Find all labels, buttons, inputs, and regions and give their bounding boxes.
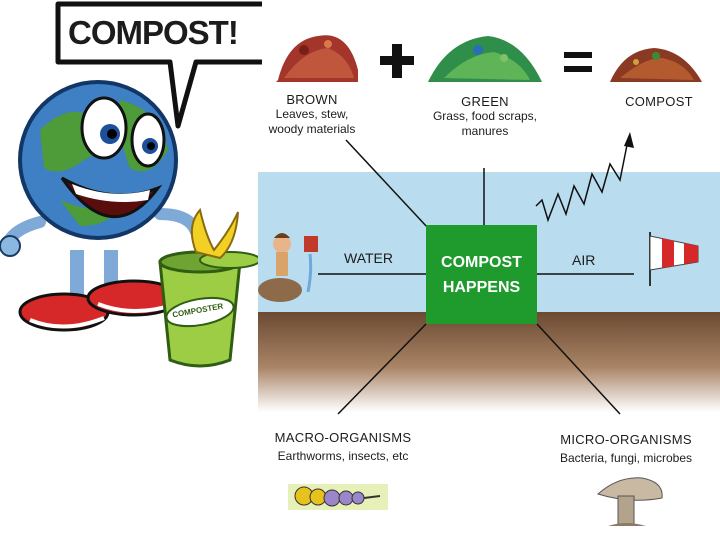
earth-mascot-cartoon: COMPOST! COMPOSTER xyxy=(0,0,262,400)
macro-connector-line xyxy=(337,323,427,415)
macro-label-group: MACRO-ORGANISMS Earthworms, insects, etc xyxy=(260,430,426,464)
brown-line1: Leaves, stew, xyxy=(275,107,349,121)
macro-title: MACRO-ORGANISMS xyxy=(274,430,412,445)
brown-title: BROWN xyxy=(286,92,338,107)
mushroom-icon xyxy=(597,477,663,526)
micro-connector-line xyxy=(536,323,621,415)
micro-label-group: MICRO-ORGANISMS Bacteria, fungi, microbe… xyxy=(542,432,710,466)
brown-label-group: BROWN Leaves, stew, woody materials xyxy=(262,92,362,137)
brown-line2: woody materials xyxy=(268,122,356,136)
compost-diagram: BROWN Leaves, stew, woody materials GREE… xyxy=(258,0,720,540)
speech-bubble-text: COMPOST! xyxy=(68,14,239,51)
green-label-group: GREEN Grass, food scraps, manures xyxy=(418,94,552,139)
center-line1: COMPOST xyxy=(441,253,522,271)
compost-label-group: COMPOST xyxy=(614,94,704,109)
equals-symbol-icon xyxy=(564,52,592,72)
macro-sub: Earthworms, insects, etc xyxy=(277,449,409,463)
green-title: GREEN xyxy=(461,94,509,109)
windsock-icon xyxy=(649,232,699,286)
earth-mascot-illustration xyxy=(0,1,262,368)
caterpillar-icon xyxy=(288,484,388,510)
brown-pile-icon xyxy=(276,35,358,82)
micro-sub: Bacteria, fungi, microbes xyxy=(559,451,693,465)
brown-connector-line xyxy=(345,139,429,229)
person-watering-icon xyxy=(258,233,318,302)
micro-title: MICRO-ORGANISMS xyxy=(560,432,692,447)
air-label: AIR xyxy=(572,252,596,268)
plus-symbol-icon xyxy=(380,44,414,78)
compost-title: COMPOST xyxy=(625,94,693,109)
diagram-drawing xyxy=(258,35,702,526)
compost-pile-icon xyxy=(610,48,702,82)
soil-band xyxy=(258,312,720,412)
heat-arrow-icon xyxy=(535,139,629,223)
green-line1: Grass, food scraps, xyxy=(432,109,538,123)
compost-happens-box: COMPOST HAPPENS xyxy=(426,225,537,324)
green-pile-icon xyxy=(428,36,542,82)
center-line2: HAPPENS xyxy=(442,278,521,296)
green-line2: manures xyxy=(461,124,509,138)
water-label: WATER xyxy=(344,250,393,266)
